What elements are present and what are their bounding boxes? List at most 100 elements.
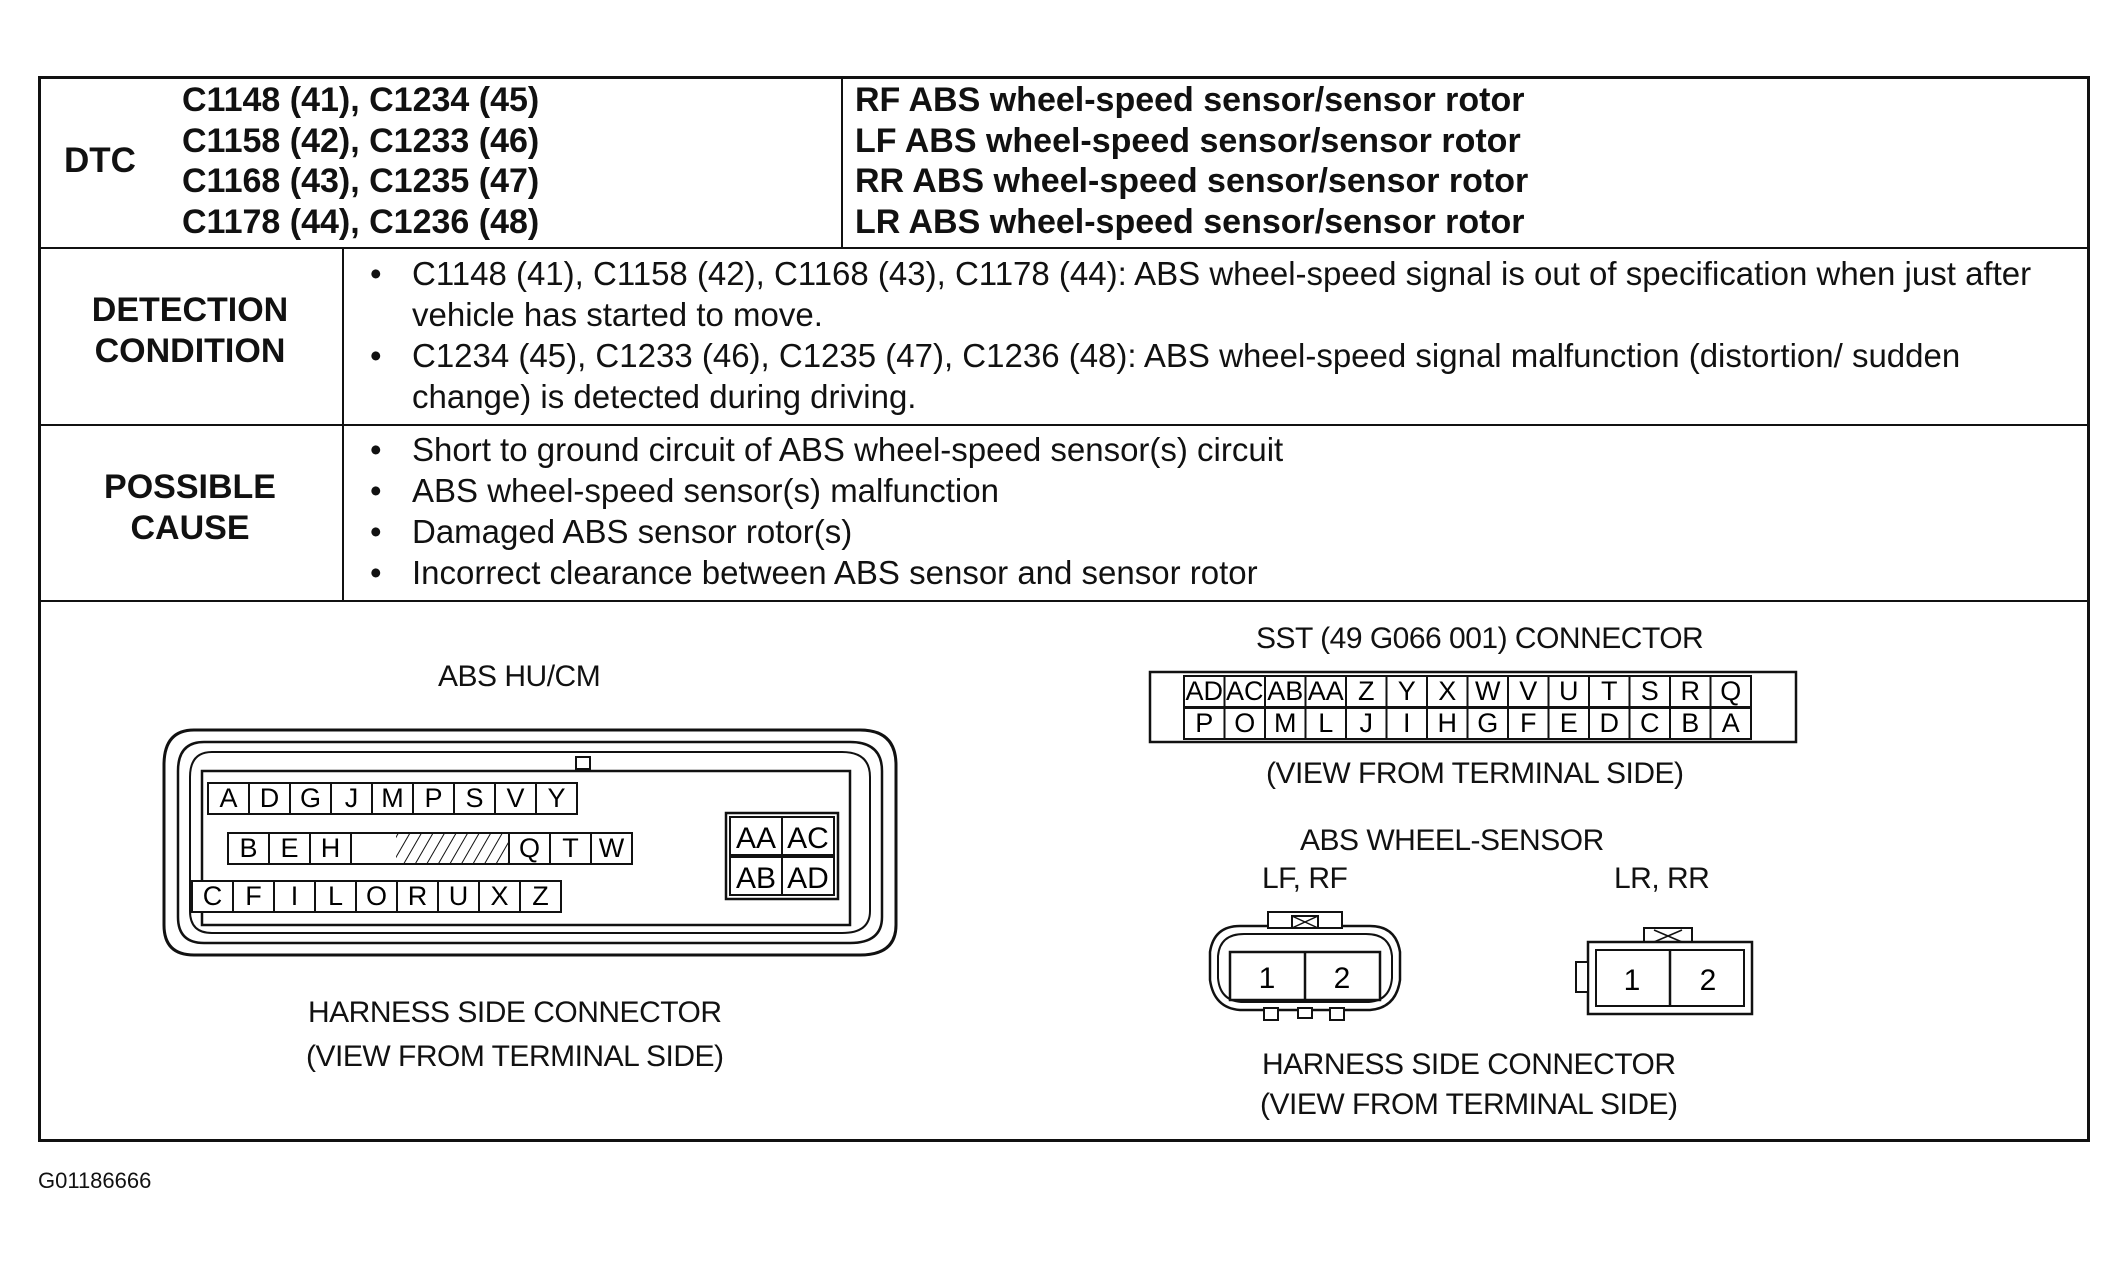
- sst-pin-d: D: [1588, 707, 1631, 740]
- hu-pin-m-label: M: [381, 783, 404, 813]
- hu-pin-u: U: [437, 880, 480, 913]
- abs-hu-cm-title: ABS HU/CM: [438, 660, 601, 693]
- sst-pin-c-label: C: [1640, 708, 1660, 738]
- detection-label-line1: DETECTION: [91, 291, 289, 329]
- sst-pin-d-label: D: [1600, 708, 1620, 738]
- sst-pin-q: Q: [1709, 675, 1752, 708]
- hu-pin-f: F: [232, 880, 275, 913]
- sst-pin-aa-label: AA: [1308, 676, 1344, 706]
- front-connector-shell: [1208, 924, 1402, 1012]
- sst-pin-x-label: X: [1438, 676, 1456, 706]
- sst-pin-t-label: T: [1601, 676, 1618, 706]
- sst-pin-r-label: R: [1681, 676, 1701, 706]
- abs-hu-cm-caption-line2: (VIEW FROM TERMINAL SIDE): [306, 1040, 724, 1073]
- hu-pin-i-label: I: [291, 881, 299, 911]
- sst-pin-y: Y: [1385, 675, 1428, 708]
- sst-pin-ac-label: AC: [1226, 676, 1264, 706]
- hu-pin-f-label: F: [245, 881, 262, 911]
- possible-cause-label: POSSIBLE CAUSE: [40, 467, 340, 549]
- sst-pin-j-label: J: [1360, 708, 1374, 738]
- sst-pin-y-label: Y: [1398, 676, 1416, 706]
- hu-pin-ac: AC: [781, 816, 835, 856]
- front-pin-1: 1: [1259, 962, 1276, 995]
- hu-pin-v: V: [494, 782, 537, 815]
- dtc-code-rr: C1168 (43), C1235 (47): [182, 162, 540, 200]
- dtc-desc-rf: RF ABS wheel-speed sensor/sensor rotor: [855, 81, 1525, 119]
- hu-pin-l-label: L: [328, 881, 343, 911]
- hu-pin-aa: AA: [729, 816, 783, 856]
- hu-pin-ab: AB: [729, 856, 783, 896]
- hu-pin-w-label: W: [599, 833, 625, 863]
- sst-pin-c: C: [1628, 707, 1671, 740]
- sst-connector-title: SST (49 G066 001) CONNECTOR: [1256, 622, 1704, 655]
- sst-pin-u: U: [1547, 675, 1590, 708]
- hu-pin-aa-label: AA: [736, 822, 776, 855]
- hu-pin-p-label: P: [424, 783, 442, 813]
- hu-pin-s-label: S: [465, 783, 483, 813]
- sst-pin-j: J: [1345, 707, 1388, 740]
- hu-pin-ac-label: AC: [787, 822, 829, 855]
- hu-pin-o-label: O: [366, 881, 387, 911]
- sst-pin-b: B: [1669, 707, 1712, 740]
- front-pin-2: 2: [1334, 962, 1351, 995]
- figure-id: G01186666: [38, 1168, 152, 1193]
- sst-pin-a-label: A: [1722, 708, 1740, 738]
- hu-pin-ad: AD: [781, 856, 835, 896]
- row-divider-cause: [38, 600, 2090, 602]
- label-column-divider: [342, 247, 344, 601]
- sst-pin-t: T: [1588, 675, 1631, 708]
- sst-pin-b-label: B: [1681, 708, 1699, 738]
- wheel-sensor-title: ABS WHEEL-SENSOR: [1300, 824, 1604, 857]
- front-foot-right: [1329, 1007, 1345, 1021]
- hu-pin-b-label: B: [239, 833, 257, 863]
- hu-pin-b: B: [227, 832, 270, 865]
- hu-pin-o: O: [355, 880, 398, 913]
- hu-pin-v-label: V: [506, 783, 524, 813]
- detection-bullet: C1234 (45), C1233 (46), C1235 (47), C123…: [368, 335, 2083, 417]
- wheel-sensor-caption-line1: HARNESS SIDE CONNECTOR: [1262, 1048, 1676, 1081]
- hu-pin-w: W: [590, 832, 633, 865]
- hu-pin-r: R: [396, 880, 439, 913]
- sst-pin-ad: AD: [1183, 675, 1226, 708]
- hu-pin-h: H: [309, 832, 352, 865]
- sst-pin-v-label: V: [1519, 676, 1537, 706]
- hu-pin-a: A: [207, 782, 250, 815]
- hu-pin-z-label: Z: [532, 881, 549, 911]
- sst-pin-i: I: [1385, 707, 1428, 740]
- hu-pin-e-label: E: [280, 833, 298, 863]
- detection-label-line2: CONDITION: [94, 332, 286, 370]
- hu-pin-e: E: [268, 832, 311, 865]
- rear-pin-1: 1: [1624, 964, 1641, 997]
- cause-bullet: Short to ground circuit of ABS wheel-spe…: [368, 429, 2083, 470]
- connector-shell-outer: [162, 728, 898, 957]
- hu-pin-m: M: [371, 782, 414, 815]
- sst-pin-r: R: [1669, 675, 1712, 708]
- sst-pin-u-label: U: [1559, 676, 1579, 706]
- cause-bullet: Damaged ABS sensor rotor(s): [368, 511, 2083, 552]
- sst-pin-e: E: [1547, 707, 1590, 740]
- sst-pin-w-label: W: [1475, 676, 1501, 706]
- hu-pin-c-label: C: [203, 881, 223, 911]
- cause-bullet: Incorrect clearance between ABS sensor a…: [368, 552, 2083, 593]
- sst-pin-x: X: [1426, 675, 1469, 708]
- sst-pin-ab: AB: [1264, 675, 1307, 708]
- sst-pin-w: W: [1466, 675, 1509, 708]
- cause-label-line1: POSSIBLE: [104, 468, 276, 506]
- wheel-sensor-rear-connector: 1 2: [1575, 927, 1754, 1016]
- hu-pin-ad-label: AD: [787, 862, 829, 895]
- detection-bullet: C1148 (41), C1158 (42), C1168 (43), C117…: [368, 253, 2083, 335]
- sst-pin-ad-label: AD: [1185, 676, 1223, 706]
- hu-pin-y: Y: [535, 782, 578, 815]
- cause-bullets: Short to ground circuit of ABS wheel-spe…: [368, 429, 2083, 593]
- sst-pin-p-label: P: [1195, 708, 1213, 738]
- detection-bullets: C1148 (41), C1158 (42), C1168 (43), C117…: [368, 253, 2083, 417]
- connector-key: [575, 756, 591, 770]
- dtc-code-lr: C1178 (44), C1236 (48): [182, 202, 540, 241]
- connector-shell-inner2: [189, 751, 871, 934]
- rear-latch: [1643, 927, 1693, 943]
- hu-pin-j-label: J: [345, 783, 359, 813]
- sst-pin-z-label: Z: [1358, 676, 1375, 706]
